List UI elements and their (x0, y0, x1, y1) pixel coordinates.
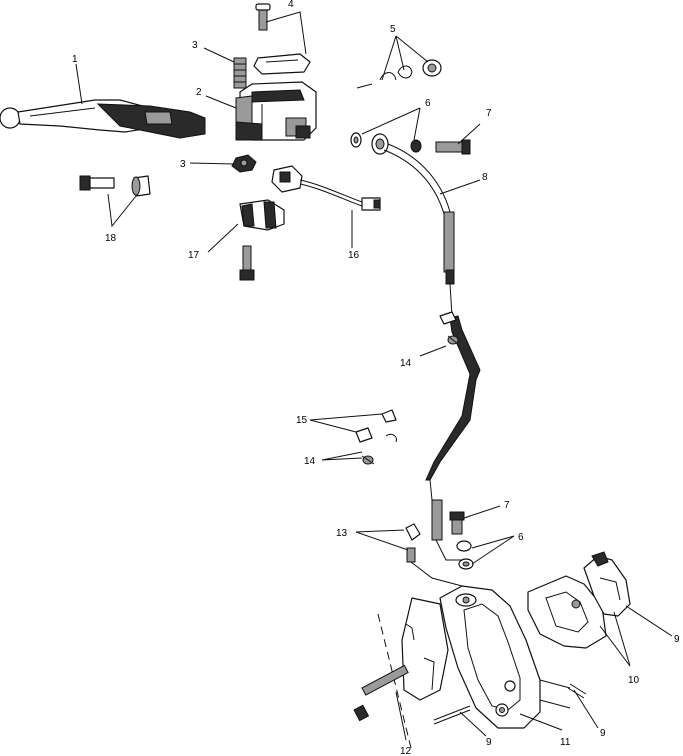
brake-hose (383, 143, 481, 501)
hose-clip-upper (439, 311, 459, 345)
callout-9-right: 9 (674, 634, 680, 645)
callout-6-upper: 6 (425, 98, 431, 109)
brake-caliper (377, 585, 571, 753)
banjo-ring-and-cap (356, 59, 442, 89)
callout-3-upper: 3 (192, 40, 198, 51)
callout-7-lower: 7 (504, 500, 510, 511)
callout-17: 17 (188, 250, 200, 261)
callout-13: 13 (336, 528, 348, 539)
callout-18: 18 (105, 233, 117, 244)
callout-9-bottom: 9 (486, 737, 492, 748)
callout-10: 10 (628, 675, 640, 686)
callout-3-lower: 3 (180, 159, 186, 170)
lower-banjo-bolt-and-washers (431, 499, 474, 570)
clamp-and-bolts (239, 199, 285, 281)
callout-14-upper: 14 (400, 358, 412, 369)
upper-washers-and-banjo-bolt (350, 132, 471, 155)
callout-2: 2 (196, 87, 202, 98)
callout-7-upper: 7 (486, 108, 492, 119)
callout-5: 5 (390, 24, 396, 35)
brake-light-switch (271, 165, 381, 211)
nut (231, 154, 257, 173)
callout-numbers: 1 2 3 4 3 5 6 7 8 16 17 18 14 15 14 13 7… (72, 0, 680, 756)
brake-lever (0, 99, 206, 139)
callout-6-lower: 6 (518, 532, 524, 543)
reservoir-cover (253, 3, 311, 75)
callout-16: 16 (348, 250, 360, 261)
callout-8: 8 (482, 172, 488, 183)
leader-lines (75, 11, 673, 741)
bleeder-plug (233, 57, 247, 89)
callout-9-middle: 9 (600, 728, 606, 739)
screw-and-bushing (79, 175, 151, 197)
callout-11: 11 (560, 737, 571, 748)
caliper-bolt-and-pins (353, 664, 587, 725)
brake-pads (527, 551, 631, 649)
callout-4: 4 (288, 0, 294, 10)
master-cylinder (235, 81, 317, 141)
callout-12: 12 (400, 746, 412, 756)
callout-15: 15 (296, 415, 308, 426)
hose-clamps-middle (355, 409, 397, 465)
callout-14-middle: 14 (304, 456, 316, 467)
callout-1: 1 (72, 54, 78, 65)
bleeder-valve-and-cap (405, 523, 463, 587)
